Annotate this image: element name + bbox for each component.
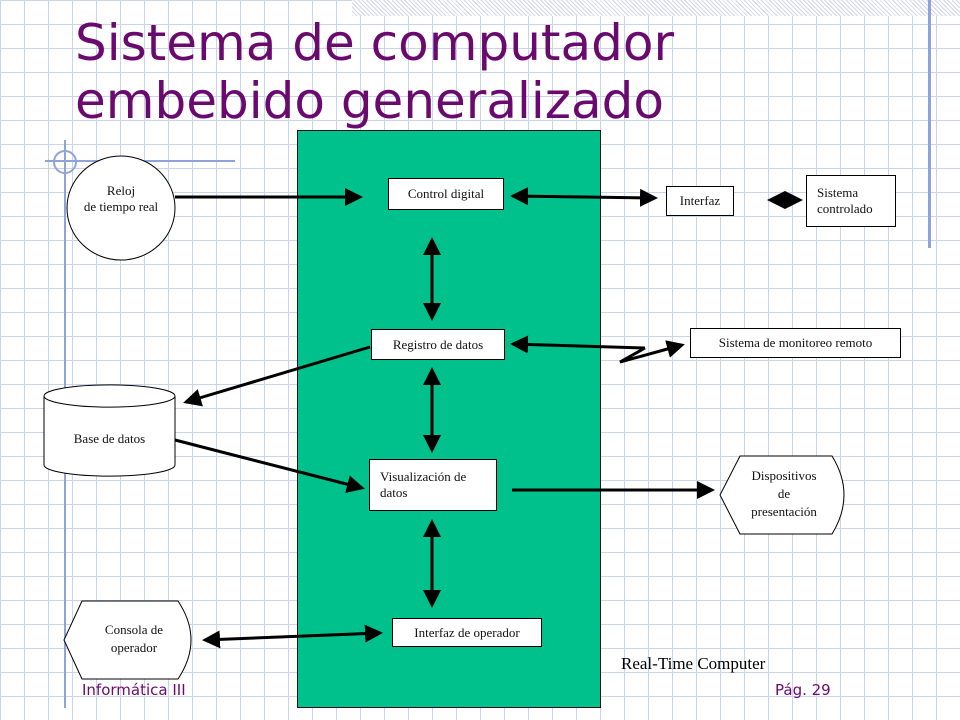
computer-block bbox=[297, 130, 601, 708]
arrow-registro-monitoreo-b bbox=[619, 340, 685, 364]
consola-label: Consola de operador bbox=[104, 622, 164, 655]
title-area: Sistema de computador embebido generaliz… bbox=[0, 0, 960, 132]
control-digital-label: Control digital bbox=[407, 186, 485, 201]
right-accent-line bbox=[928, 0, 931, 248]
base-datos-cylinder bbox=[43, 384, 176, 477]
footer-page-number: Pág. 29 bbox=[775, 681, 831, 699]
base-datos-top-rim bbox=[43, 395, 176, 408]
control-digital-box: Control digital bbox=[388, 178, 504, 210]
interfaz-label: Interfaz bbox=[679, 193, 721, 208]
reloj-label: Reloj de tiempo real bbox=[83, 183, 159, 214]
arrow-base-visualizacion bbox=[174, 438, 365, 493]
slide-title: Sistema de computador embebido generaliz… bbox=[75, 14, 675, 130]
arrow-registro-base bbox=[183, 345, 371, 407]
interfaz-box: Interfaz bbox=[666, 186, 734, 216]
arrow-consola-operador bbox=[202, 624, 383, 649]
dispositivos-shape bbox=[719, 455, 845, 535]
consola-shape bbox=[63, 600, 192, 680]
visualizacion-box: Visualización de datos bbox=[369, 459, 497, 511]
monitoreo-remoto-label: Sistema de monitoreo remoto bbox=[718, 335, 873, 350]
registro-datos-box: Registro de datos bbox=[371, 329, 505, 360]
sistema-controlado-label: Sistema controlado bbox=[817, 185, 873, 216]
dispositivos-label: Dispositivos de presentación bbox=[751, 468, 817, 519]
visualizacion-label: Visualización de datos bbox=[380, 469, 467, 500]
crosshair-circle bbox=[53, 150, 77, 174]
caption-real-time-computer: Real-Time Computer bbox=[621, 654, 766, 673]
arrow-registro-monitoreo-a bbox=[510, 335, 646, 354]
reloj-ellipse bbox=[66, 155, 176, 261]
monitoreo-remoto-box: Sistema de monitoreo remoto bbox=[690, 328, 901, 358]
base-datos-label: Base de datos bbox=[73, 431, 146, 446]
top-hatch-band bbox=[352, 0, 960, 16]
interfaz-operador-box: Interfaz de operador bbox=[392, 618, 542, 647]
registro-datos-label: Registro de datos bbox=[392, 336, 484, 352]
interfaz-operador-label: Interfaz de operador bbox=[414, 624, 520, 640]
arrow-control-interfaz bbox=[510, 187, 658, 207]
sistema-controlado-box: Sistema controlado bbox=[806, 175, 896, 227]
footer-course: Informática III bbox=[82, 681, 186, 699]
